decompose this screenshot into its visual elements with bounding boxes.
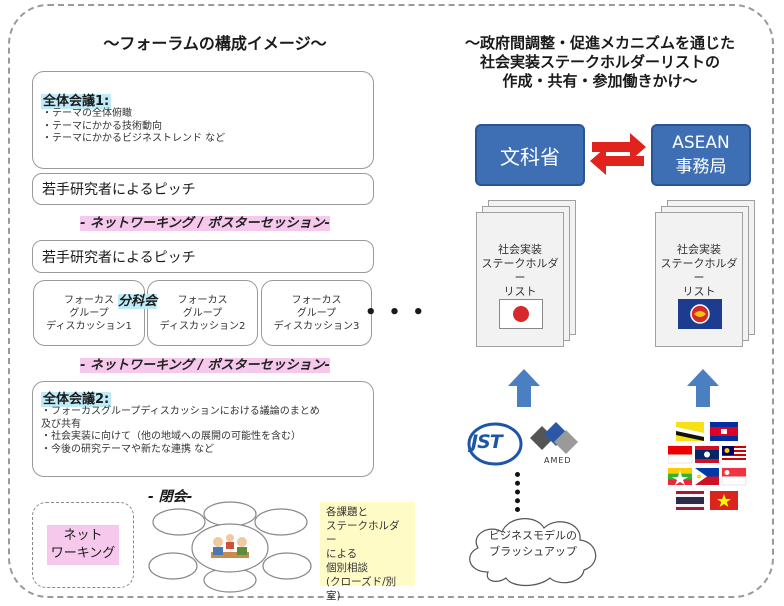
up-arrow-icon [687,369,719,407]
pitch1-box: 若手研究者によるピッチ [32,173,374,205]
plenary2-item: ・フォーカスグループディスカッションにおける議論のまとめ [41,406,320,417]
plenary1-item: ・テーマにかかる技術動向 [42,120,162,132]
cambodia-flag-icon [710,422,738,441]
stakeholder-list-japan: 社会実装 ステークホルダー リスト [476,212,564,347]
plenary2-item: ・社会実装に向けて（他の地域への展開の可能性を含む） [41,431,301,442]
plenary2-box: 全体会議2: ・フォーカスグループディスカッションにおける議論のまとめ 及び共有… [32,381,374,477]
plenary2-item: ・今後の研究テーマや新たな連携 など [41,443,215,455]
left-title: ～フォーラムの構成イメージ～ [103,34,327,53]
closing-label: - 閉会- [148,489,193,505]
focus-group-2: フォーカスグループディスカッション2 [147,280,258,346]
plenary2-item: 及び共有 [41,418,81,430]
focus-group-3: フォーカスグループディスカッション3 [261,280,372,346]
asean-flag-icon [678,299,722,329]
plenary1-item: ・テーマの全体俯瞰 [42,108,132,119]
plenary1-item: ・テーマにかかるビジネストレンド など [42,133,226,144]
networking-box: ネットワーキング [32,502,134,588]
outer-frame [8,4,774,598]
networking-illustration [148,501,312,593]
laos-flag-icon [695,446,719,463]
dotted-connector [515,472,526,512]
focus-group-1: フォーカスグループディスカッション1 [33,280,145,346]
indonesia-flag-icon [668,445,693,464]
malaysia-flag-icon [722,446,746,463]
thailand-flag-icon [676,491,704,510]
plenary2-title: 全体会議2: [41,392,112,407]
breakout-label: 分科会 [118,294,158,309]
brunei-flag-icon [676,422,704,441]
amed-logo: AMED [530,420,590,470]
plenary1-box: 全体会議1: ・テーマの全体俯瞰 ・テーマにかかる技術動向 ・テーマにかかるビジ… [32,71,374,169]
pitch1-label: 若手研究者によるピッチ [42,182,196,198]
singapore-flag-icon [721,467,747,486]
up-arrow-icon [508,369,540,407]
mext-box: 文科省 [475,124,585,186]
jst-logo: JST [467,418,523,468]
asean-member-flags [668,422,747,510]
pitch2-box: 若手研究者によるピッチ [32,240,374,273]
stakeholder-list-asean: 社会実装 ステークホルダー リスト [655,212,743,347]
networking2-label: - ネットワーキング / ポスターセッション- [80,358,330,373]
consultation-box: 各課題と ステークホルダー による 個別相談 (クローズド/別室) [320,502,415,602]
vietnam-flag-icon [710,491,738,510]
cloud-shape [469,518,597,587]
pitch2-label: 若手研究者によるピッチ [42,249,196,266]
myanmar-flag-icon [668,468,692,485]
japan-flag-icon [499,299,543,329]
exchange-arrows-icon [590,133,646,175]
ellipsis: • • • [365,302,428,323]
right-title: ～政府間調整・促進メカニズムを通じた 社会実装ステークホルダーリストの 作成・共… [464,34,735,90]
philippines-flag-icon [695,468,719,485]
plenary1-title: 全体会議1: [41,94,112,109]
networking1-label: - ネットワーキング / ポスターセッション- [80,216,330,231]
cloud-text: ビジネスモデルの ブラッシュアップ [489,529,577,558]
